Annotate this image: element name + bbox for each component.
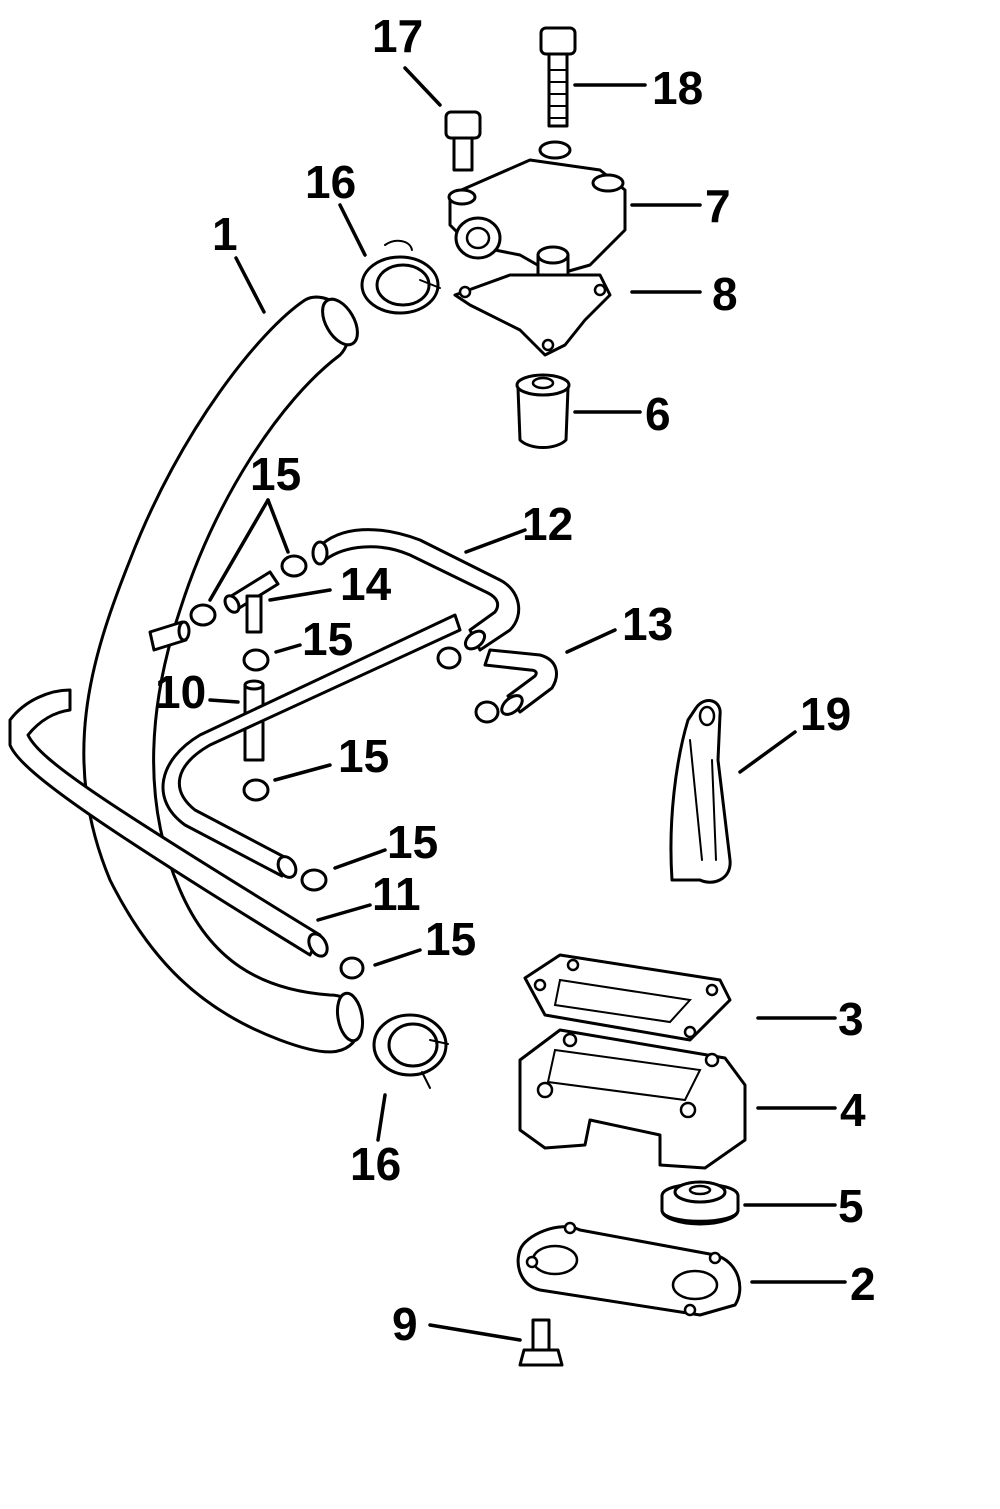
- large-hose: [82, 295, 365, 1054]
- callout-1: 1: [212, 208, 238, 260]
- callout-6: 6: [645, 388, 671, 440]
- callout-10: 10: [155, 666, 206, 718]
- callout-5: 5: [838, 1180, 864, 1232]
- callout-11: 11: [372, 868, 421, 920]
- callout-2: 2: [850, 1258, 876, 1310]
- callout-3: 3: [838, 993, 864, 1045]
- callout-15-b: 15: [302, 613, 353, 665]
- callout-12: 12: [522, 498, 573, 550]
- hose-stub: [148, 620, 191, 652]
- grommet: [660, 1180, 740, 1226]
- callout-7: 7: [705, 180, 731, 232]
- callout-17: 17: [372, 10, 423, 62]
- bent-hose-upper: [311, 528, 521, 652]
- callout-8: 8: [712, 268, 738, 320]
- callout-14: 14: [340, 558, 392, 610]
- leader-lines: [208, 66, 847, 1342]
- callout-15-a: 15: [250, 448, 301, 500]
- callout-19: 19: [800, 688, 851, 740]
- loop-hose: [161, 613, 462, 879]
- callout-16-top: 16: [305, 156, 356, 208]
- bolt-long: [539, 26, 577, 128]
- callout-15-e: 15: [425, 913, 476, 965]
- large-clamp-lower: [372, 1013, 449, 1089]
- callout-16-bottom: 16: [350, 1138, 401, 1190]
- bolt-short: [444, 110, 482, 172]
- long-hose: [8, 688, 329, 958]
- callout-18: 18: [652, 62, 703, 114]
- tee-fitting: [223, 570, 280, 634]
- thermostat-cover: [447, 140, 627, 287]
- callout-labels: 1 16 17 18 7 8 6 15 12 14 15 13 10 19 15…: [155, 10, 876, 1350]
- callout-15-d: 15: [387, 816, 438, 868]
- large-clamp-upper: [360, 239, 441, 315]
- gasket-lower: [516, 1221, 742, 1317]
- small-clamp: [189, 554, 500, 980]
- pencil-anode: [669, 699, 732, 884]
- callout-13: 13: [622, 598, 673, 650]
- gasket-upper: [523, 953, 732, 1042]
- callout-9: 9: [392, 1298, 418, 1350]
- callout-4: 4: [840, 1084, 866, 1136]
- bent-hose-lower: [483, 648, 558, 716]
- thermostat: [515, 373, 571, 449]
- cover-gasket: [453, 273, 612, 357]
- housing: [518, 1028, 747, 1170]
- callout-15-c: 15: [338, 730, 389, 782]
- bolt-lower: [518, 1318, 564, 1367]
